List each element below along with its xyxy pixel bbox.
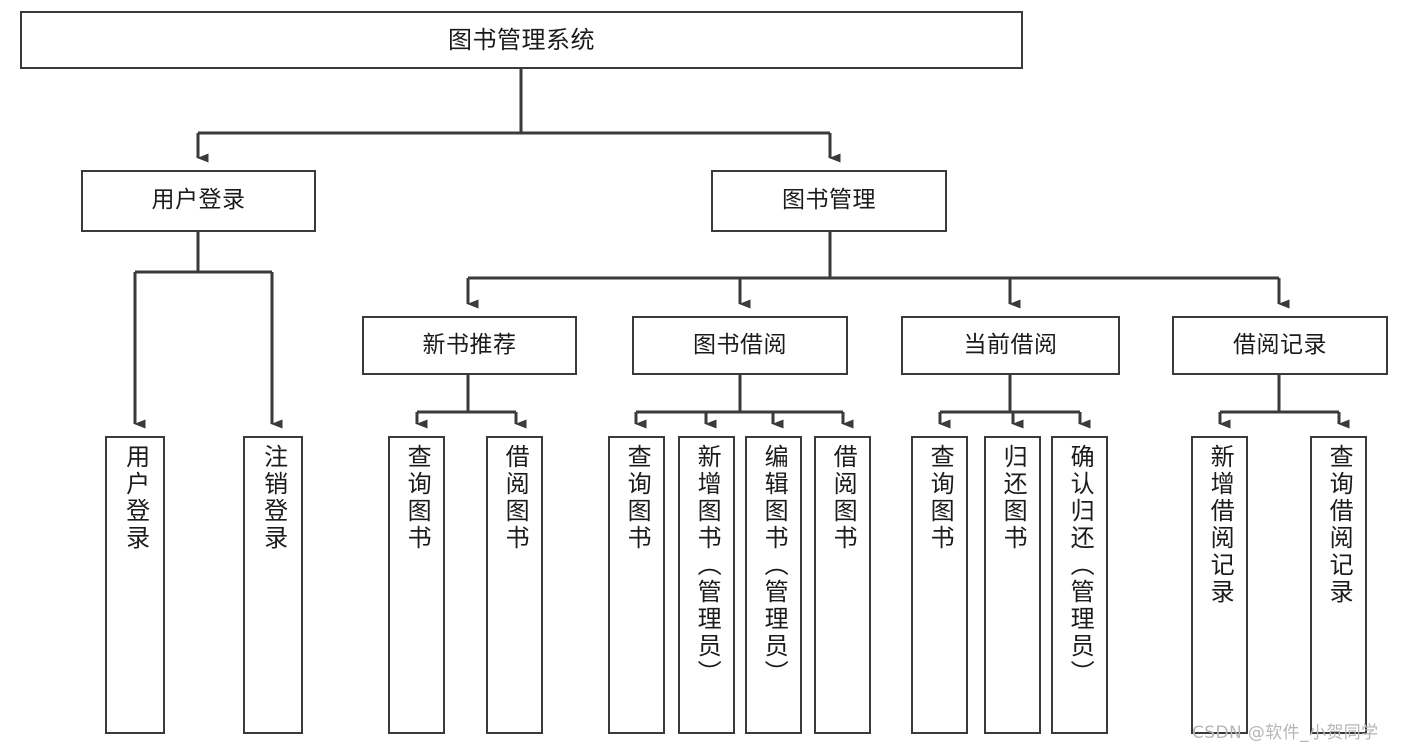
node-leaf-return-book[interactable]: 归还图书 [984,436,1041,734]
node-leaf-add-record[interactable]: 新增借阅记录 [1191,436,1248,734]
node-leaf-return-book-label: 归还图书 [999,444,1028,552]
node-leaf-borrow-book-2[interactable]: 借阅图书 [814,436,871,734]
node-leaf-query-record[interactable]: 查询借阅记录 [1310,436,1367,734]
node-leaf-query-book-1[interactable]: 查询图书 [388,436,445,734]
node-leaf-query-book-2-label: 查询图书 [623,444,652,552]
node-leaf-borrow-book-2-label: 借阅图书 [829,444,858,552]
node-leaf-user-login[interactable]: 用户登录 [105,436,165,734]
node-leaf-borrow-book-1[interactable]: 借阅图书 [486,436,543,734]
node-user-login-label: 用户登录 [151,187,246,214]
node-current-borrow-label: 当前借阅 [963,331,1058,358]
node-leaf-query-book-1-label: 查询图书 [403,444,432,552]
node-leaf-query-record-label: 查询借阅记录 [1325,444,1354,606]
node-new-book-rec[interactable]: 新书推荐 [362,316,577,375]
node-leaf-query-book-3-label: 查询图书 [926,444,955,552]
node-borrow-record[interactable]: 借阅记录 [1172,316,1388,375]
node-leaf-edit-book[interactable]: 编辑图书（管理员） [745,436,802,734]
node-leaf-add-book[interactable]: 新增图书（管理员） [678,436,735,734]
node-current-borrow[interactable]: 当前借阅 [901,316,1120,375]
node-leaf-confirm-return[interactable]: 确认归还（管理员） [1051,436,1108,734]
node-leaf-user-logout[interactable]: 注销登录 [243,436,303,734]
node-leaf-add-book-label: 新增图书（管理员） [693,444,722,687]
node-leaf-borrow-book-1-label: 借阅图书 [501,444,530,552]
node-leaf-query-book-3[interactable]: 查询图书 [911,436,968,734]
node-root-label: 图书管理系统 [448,25,595,54]
node-book-manage[interactable]: 图书管理 [711,170,947,232]
node-new-book-rec-label: 新书推荐 [422,331,517,358]
node-root[interactable]: 图书管理系统 [20,11,1023,69]
node-leaf-add-record-label: 新增借阅记录 [1206,444,1235,606]
node-leaf-user-login-label: 用户登录 [121,444,150,552]
csdn-watermark: CSDN @软件_小贺同学 [1192,723,1379,743]
node-leaf-query-book-2[interactable]: 查询图书 [608,436,665,734]
node-leaf-user-logout-label: 注销登录 [259,444,288,552]
node-user-login[interactable]: 用户登录 [81,170,316,232]
node-book-manage-label: 图书管理 [782,187,876,214]
node-leaf-edit-book-label: 编辑图书（管理员） [760,444,789,687]
node-leaf-confirm-return-label: 确认归还（管理员） [1066,444,1095,687]
node-book-borrow[interactable]: 图书借阅 [632,316,848,375]
node-book-borrow-label: 图书借阅 [693,331,787,358]
node-borrow-record-label: 借阅记录 [1233,331,1327,358]
